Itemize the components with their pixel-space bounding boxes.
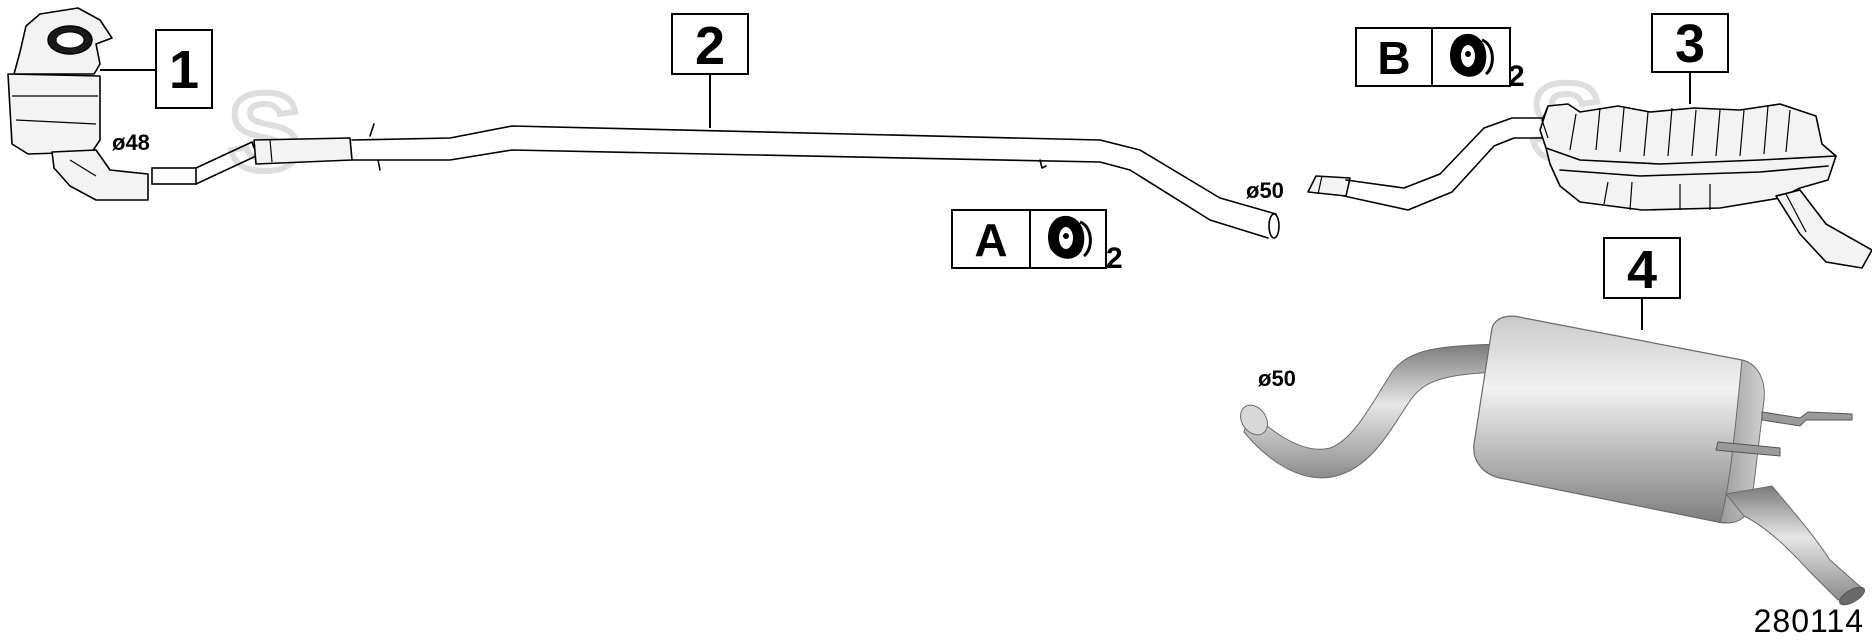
dimension-label-d50-mid: ø50 [1246, 178, 1284, 203]
callout-2[interactable]: 2 [671, 13, 749, 76]
dimension-label-d50-lower: ø50 [1258, 366, 1296, 391]
hanger-callout-b[interactable]: B 2 [1355, 27, 1525, 93]
callout-3-label: 3 [1675, 14, 1705, 74]
callout-4[interactable]: 4 [1603, 237, 1681, 300]
callout-1-label: 1 [169, 40, 199, 100]
hanger-a-letter: A [974, 214, 1007, 266]
center-silencer-part-3[interactable] [1307, 103, 1872, 269]
hanger-callout-a[interactable]: A 2 [951, 209, 1123, 275]
hanger-b-letter: B [1377, 32, 1410, 84]
callout-1[interactable]: 1 [155, 29, 213, 109]
callout-3[interactable]: 3 [1651, 13, 1729, 74]
catalytic-converter-part-1[interactable] [7, 7, 149, 201]
rubber-hanger-icon [1048, 215, 1092, 259]
drawing-number: 280114 [1754, 603, 1864, 639]
hanger-b-quantity: 2 [1508, 60, 1525, 93]
rubber-hanger-icon [1450, 33, 1494, 77]
dimension-label-d48: ø48 [112, 130, 150, 155]
rear-silencer-part-4[interactable] [1235, 315, 1867, 608]
callout-2-label: 2 [695, 16, 725, 76]
intermediate-pipe-part-2[interactable] [151, 123, 1280, 239]
callout-4-label: 4 [1627, 240, 1657, 300]
hanger-a-quantity: 2 [1106, 242, 1123, 275]
svg-text:S: S [228, 71, 301, 194]
